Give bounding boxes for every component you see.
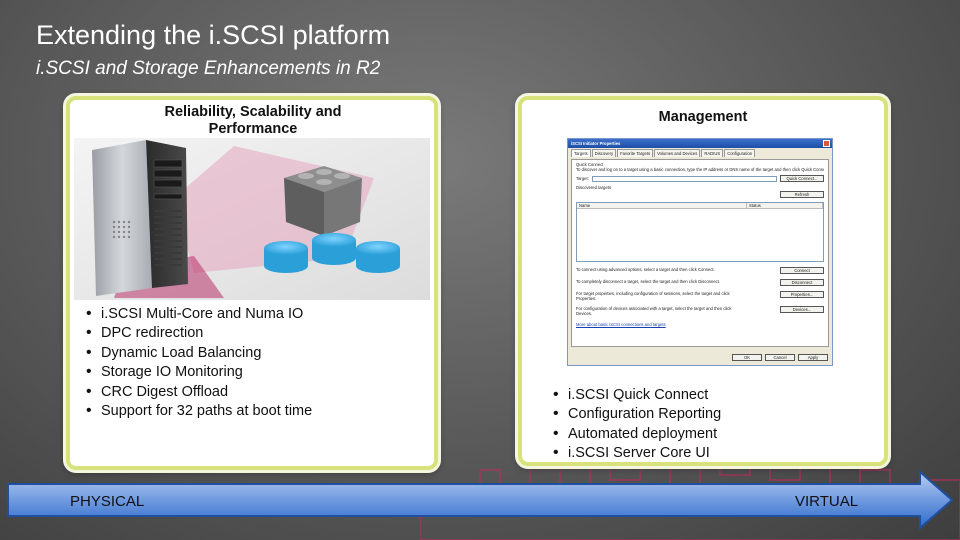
dialog-footer: OK Cancel Apply — [732, 354, 828, 361]
reliability-panel: Reliability, Scalability and Performance — [66, 96, 438, 470]
list-item: Dynamic Load Balancing — [85, 343, 312, 363]
slide-title: Extending the i.SCSI platform — [36, 20, 391, 50]
close-icon[interactable] — [823, 140, 830, 147]
discovered-targets-list[interactable]: Name Status — [576, 202, 824, 262]
connect-description: To connect using advanced options, selec… — [576, 267, 715, 272]
tab-favorite-targets[interactable]: Favorite Targets — [617, 149, 654, 157]
devices-button[interactable]: Devices... — [780, 306, 824, 313]
disconnect-button[interactable]: Disconnect — [780, 279, 824, 286]
target-label: Target: — [576, 176, 589, 181]
list-item: DPC redirection — [85, 323, 312, 343]
management-panel: Management iSCSI Initiator Properties Ta… — [518, 96, 888, 466]
server-tower-illustration — [74, 138, 430, 300]
list-item: Support for 32 paths at boot time — [85, 401, 312, 421]
ok-button[interactable]: OK — [732, 354, 762, 361]
dialog-body: Quick Connect To discover and log on to … — [571, 159, 829, 347]
disconnect-description: To completely disconnect a target, selec… — [576, 279, 721, 284]
target-input[interactable] — [591, 175, 777, 182]
tab-targets[interactable]: Targets — [571, 149, 591, 157]
quick-connect-description: To discover and log on to a target using… — [576, 167, 824, 172]
list-item: Automated deployment — [552, 424, 721, 444]
iscsi-initiator-dialog: iSCSI Initiator Properties Targets Disco… — [567, 138, 833, 366]
devices-description: For configuration of devices associated … — [576, 306, 732, 316]
quick-connect-label: Quick Connect — [576, 162, 604, 167]
list-item: i.SCSI Multi-Core and Numa IO — [85, 304, 312, 324]
apply-button[interactable]: Apply — [798, 354, 828, 361]
dialog-tabs: Targets Discovery Favorite Targets Volum… — [568, 148, 832, 157]
list-item: CRC Digest Offload — [85, 382, 312, 402]
refresh-button[interactable]: Refresh — [780, 191, 824, 198]
physical-label: PHYSICAL — [70, 493, 145, 510]
discovered-targets-label: Discovered targets — [576, 185, 611, 190]
tab-radius[interactable]: RADIUS — [701, 149, 724, 157]
list-item: i.SCSI Server Core UI — [552, 443, 721, 463]
list-item: Configuration Reporting — [552, 404, 721, 424]
virtual-label: VIRTUAL — [795, 493, 859, 510]
column-header-status[interactable]: Status — [747, 203, 823, 208]
tab-discovery[interactable]: Discovery — [591, 149, 617, 157]
properties-button[interactable]: Properties... — [780, 291, 824, 298]
reliability-heading: Reliability, Scalability and Performance — [164, 104, 342, 137]
management-heading: Management — [658, 109, 748, 125]
reliability-bullet-list: i.SCSI Multi-Core and Numa IO DPC redire… — [85, 304, 312, 421]
dialog-title: iSCSI Initiator Properties — [568, 139, 832, 148]
physical-to-virtual-arrow — [7, 469, 954, 531]
list-item: Storage IO Monitoring — [85, 362, 312, 382]
quick-connect-button[interactable]: Quick Connect... — [780, 175, 824, 182]
management-bullet-list: i.SCSI Quick Connect Configuration Repor… — [552, 385, 721, 464]
column-header-name[interactable]: Name — [577, 203, 747, 208]
sessions-description: For target properties, including configu… — [576, 291, 730, 301]
connect-button[interactable]: Connect — [780, 267, 824, 274]
slide-subtitle: i.SCSI and Storage Enhancements in R2 — [36, 58, 381, 79]
tab-configuration[interactable]: Configuration — [724, 149, 756, 157]
list-item: i.SCSI Quick Connect — [552, 385, 721, 405]
cancel-button[interactable]: Cancel — [765, 354, 795, 361]
tab-volumes-devices[interactable]: Volumes and Devices — [654, 149, 701, 157]
more-info-link[interactable]: More about basic iSCSI connections and t… — [576, 322, 666, 327]
